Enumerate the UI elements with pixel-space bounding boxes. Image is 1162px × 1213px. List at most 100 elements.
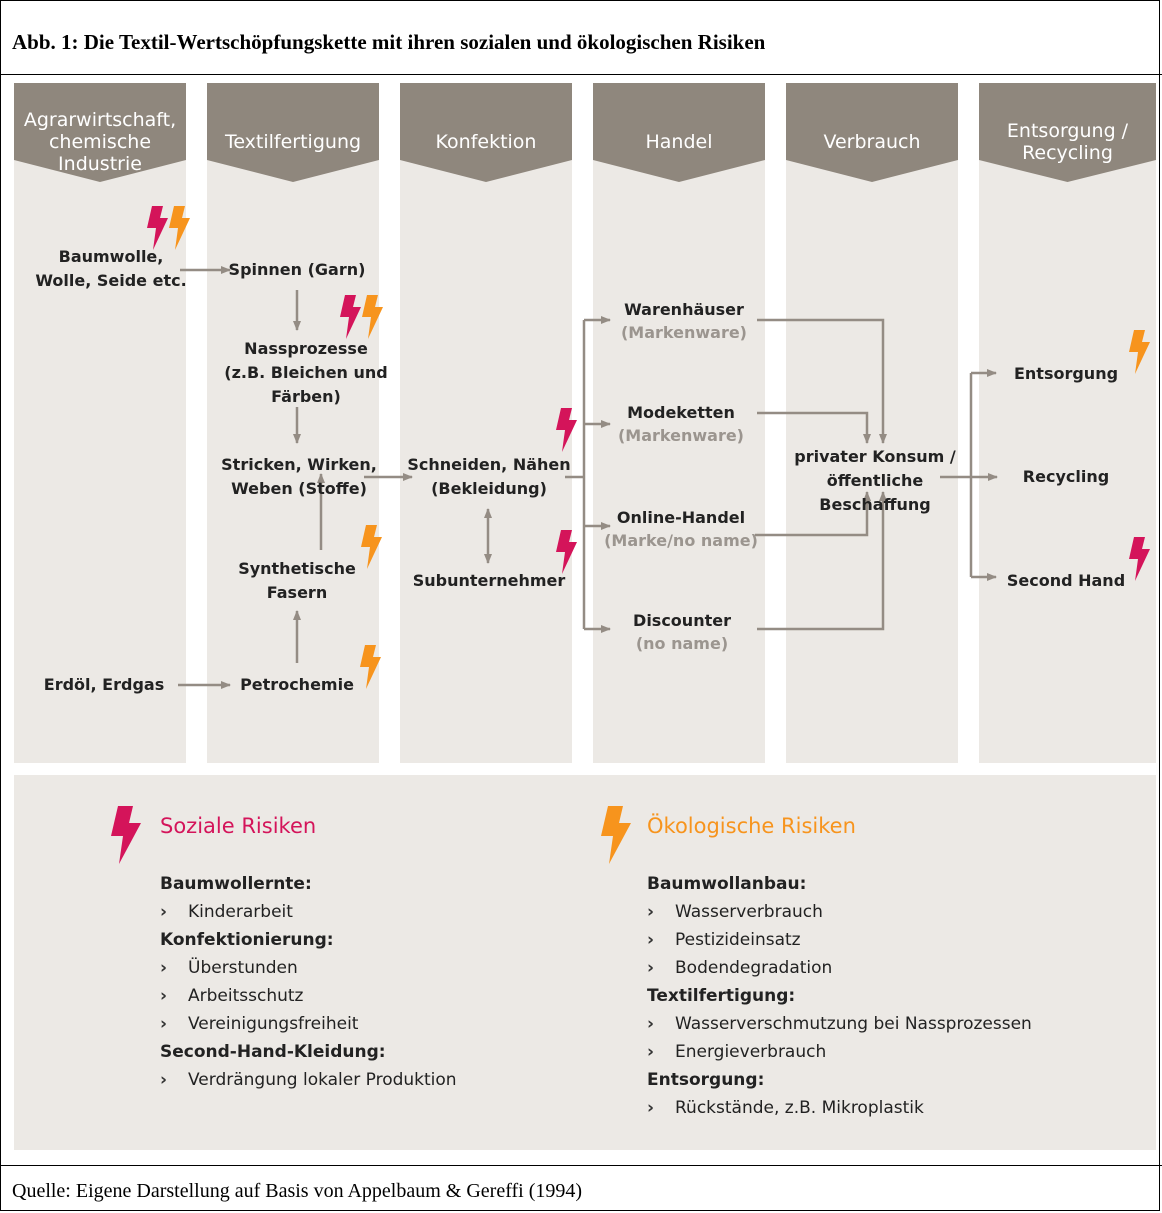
node-entsorgung: Entsorgung xyxy=(1014,364,1118,383)
node-synthetische: Fasern xyxy=(267,583,327,602)
legend-list-item: ›Energieverbrauch xyxy=(647,1038,1032,1066)
risk-lightning-icon xyxy=(360,645,381,689)
column-header-label: Konfektion xyxy=(436,131,537,153)
node-stricken: Stricken, Wirken, xyxy=(221,455,377,474)
legend-group-heading: Second-Hand-Kleidung: xyxy=(160,1042,386,1062)
title-divider xyxy=(0,74,1162,75)
chevron-right-icon: › xyxy=(647,902,655,922)
risk-lightning-icon xyxy=(362,295,383,339)
node-warenhaeuser-sub: (Markenware) xyxy=(621,323,747,342)
node-baumwolle: Wolle, Seide etc. xyxy=(35,271,186,290)
column-header-5 xyxy=(979,83,1156,182)
chevron-right-icon: › xyxy=(647,1098,655,1118)
source-note: Quelle: Eigene Darstellung auf Basis von… xyxy=(12,1180,583,1202)
column-header-label: Agrarwirtschaft, xyxy=(24,109,176,131)
legend-panel xyxy=(14,775,1156,1150)
chevron-right-icon: › xyxy=(647,930,655,950)
column-bg-agrar xyxy=(14,83,186,763)
node-modeketten: Modeketten xyxy=(627,403,735,422)
column-header-label: Verbrauch xyxy=(823,131,920,153)
column-bg-entsorgung xyxy=(979,83,1156,763)
legend-group-heading: Baumwollernte: xyxy=(160,874,312,894)
legend-list-item: ›Kinderarbeit xyxy=(160,898,457,926)
column-header-4 xyxy=(786,83,958,182)
legend-list-item: ›Wasserverbrauch xyxy=(647,898,1032,926)
chevron-right-icon: › xyxy=(647,958,655,978)
chevron-right-icon: › xyxy=(160,1070,168,1090)
ecological-risk-legend-icon xyxy=(601,806,631,864)
figure-title: Abb. 1: Die Textil-Wertschöpfungskette m… xyxy=(12,30,766,54)
chevron-right-icon: › xyxy=(647,1014,655,1034)
node-konsum: Beschaffung xyxy=(819,495,930,514)
column-header-label: Entsorgung / xyxy=(1007,120,1129,142)
column-header-3 xyxy=(593,83,765,182)
flow-arrow xyxy=(757,411,871,444)
legend-list-item: ›Arbeitsschutz xyxy=(160,982,457,1010)
node-schneiden: Schneiden, Nähen xyxy=(407,455,570,474)
risk-lightning-icon xyxy=(340,295,361,339)
node-petrochemie: Petrochemie xyxy=(240,675,354,694)
column-header-label: Industrie xyxy=(58,153,142,175)
column-bg-konfektion xyxy=(400,83,572,763)
node-online: Online-Handel xyxy=(617,508,745,527)
social-risk-legend-icon xyxy=(111,806,141,864)
risk-lightning-icon xyxy=(1129,330,1150,374)
legend-group-heading: Textilfertigung: xyxy=(647,986,796,1006)
node-nassprozesse: Nassprozesse xyxy=(244,339,368,358)
legend-group-heading: Konfektionierung: xyxy=(160,930,334,950)
node-erdoel: Erdöl, Erdgas xyxy=(44,675,164,694)
column-header-label: Textilfertigung xyxy=(224,131,361,153)
flow-arrow xyxy=(757,318,887,444)
column-header-label: Recycling xyxy=(1022,142,1113,164)
node-schneiden: (Bekleidung) xyxy=(431,479,547,498)
legend-list-item: ›Bodendegradation xyxy=(647,954,1032,982)
node-konsum: öffentliche xyxy=(827,471,924,490)
flow-arrow xyxy=(755,491,871,537)
flow-arrow xyxy=(757,491,887,631)
legend-list-item: ›Pestizideinsatz xyxy=(647,926,1032,954)
risk-lightning-icon xyxy=(1129,537,1150,581)
node-stricken: Weben (Stoffe) xyxy=(231,479,367,498)
node-nassprozesse: (z.B. Bleichen und xyxy=(224,363,387,382)
risk-lightning-icon xyxy=(556,408,577,452)
chevron-right-icon: › xyxy=(160,986,168,1006)
node-discounter: Discounter xyxy=(633,611,731,630)
risk-lightning-icon xyxy=(169,206,190,250)
node-warenhaeuser: Warenhäuser xyxy=(624,300,744,319)
column-bg-handel xyxy=(593,83,765,763)
ecological-risks-list: Baumwollanbau: ›Wasserverbrauch›Pestizide… xyxy=(647,870,1032,1122)
legend-list-item: ›Rückstände, z.B. Mikroplastik xyxy=(647,1094,1032,1122)
legend-group-heading: Baumwollanbau: xyxy=(647,874,807,894)
node-discounter-sub: (no name) xyxy=(636,634,728,653)
risk-lightning-icon xyxy=(556,530,577,574)
source-divider xyxy=(0,1165,1162,1166)
node-modeketten-sub: (Markenware) xyxy=(618,426,744,445)
risk-lightning-icon xyxy=(147,206,168,250)
column-header-label: Handel xyxy=(645,131,712,153)
column-bg-verbrauch xyxy=(786,83,958,763)
column-header-1 xyxy=(207,83,379,182)
social-risks-title: Soziale Risiken xyxy=(160,814,317,838)
chevron-right-icon: › xyxy=(160,902,168,922)
node-konsum: privater Konsum / xyxy=(794,447,956,466)
node-synthetische: Synthetische xyxy=(238,559,356,578)
legend-list-item: ›Überstunden xyxy=(160,954,457,982)
column-header-label: chemische xyxy=(49,131,151,153)
node-baumwolle: Baumwolle, xyxy=(59,247,164,266)
chevron-right-icon: › xyxy=(160,1014,168,1034)
ecological-risks-title: Ökologische Risiken xyxy=(647,814,856,838)
node-subunternehmer: Subunternehmer xyxy=(413,571,566,590)
legend-list-item: ›Wasserverschmutzung bei Nassprozessen xyxy=(647,1010,1032,1038)
node-recycling: Recycling xyxy=(1023,467,1109,486)
risk-lightning-icon xyxy=(361,525,382,569)
column-header-2 xyxy=(400,83,572,182)
node-online-sub: (Marke/no name) xyxy=(604,531,758,550)
column-bg-textil xyxy=(207,83,379,763)
node-secondhand: Second Hand xyxy=(1007,571,1125,590)
column-header-0 xyxy=(14,83,186,182)
node-spinnen: Spinnen (Garn) xyxy=(229,260,366,279)
chevron-right-icon: › xyxy=(647,1042,655,1062)
